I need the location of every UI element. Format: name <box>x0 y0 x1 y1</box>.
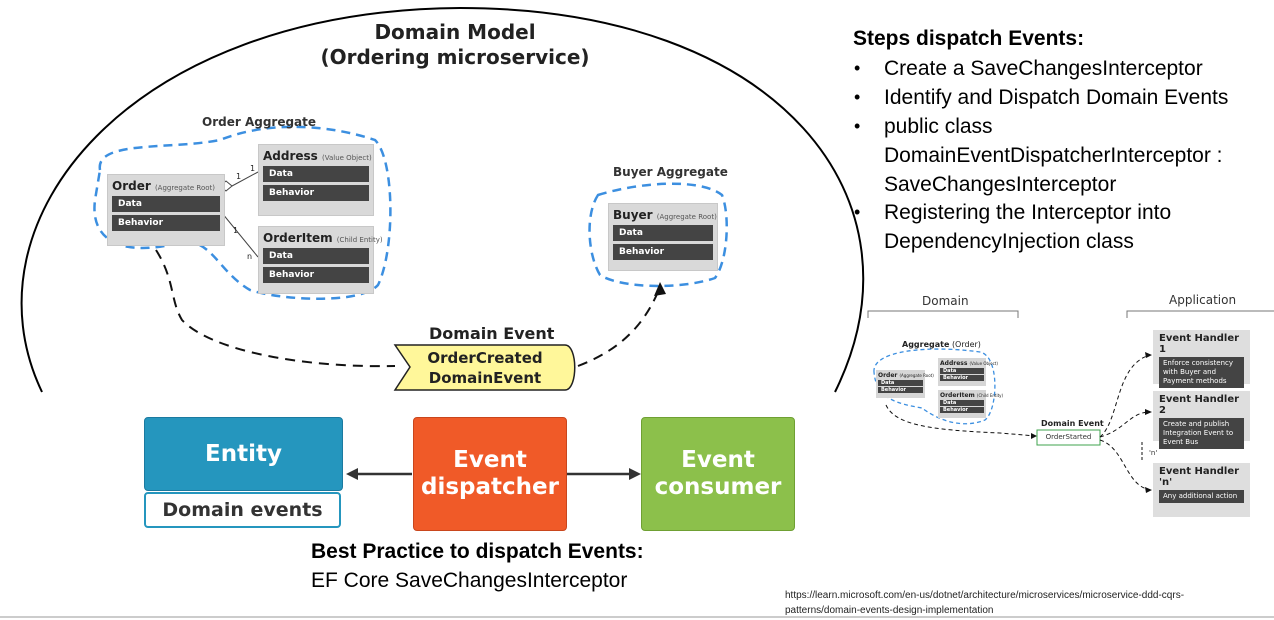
buyer-aggregate-boundary <box>588 182 728 288</box>
order-item-class-title: OrderItem (Child Entity) <box>263 231 383 245</box>
steps-title: Steps dispatch Events: <box>853 27 1085 50</box>
event-flow-out <box>577 286 661 367</box>
entity-box: Entity <box>144 417 343 491</box>
event-handler-1-title: Event Handler 1 <box>1159 333 1240 355</box>
small-event-box <box>1036 429 1101 446</box>
order-data-row: Data <box>112 196 220 212</box>
domain-model-title-line2: (Ordering microservice) <box>320 45 590 69</box>
reference-url[interactable]: https://learn.microsoft.com/en-us/dotnet… <box>785 590 1185 616</box>
domain-event-name: OrderCreated DomainEvent <box>410 348 560 388</box>
multiplicity-address-far: 1 <box>250 164 256 173</box>
address-class-title: Address (Value Object) <box>263 149 372 163</box>
multiplicity-item-far: n <box>247 252 253 261</box>
order-item-behavior-row: Behavior <box>263 267 369 283</box>
best-practice-title: Best Practice to dispatch Events: <box>311 540 644 563</box>
address-data-row: Data <box>263 166 369 182</box>
step-item: •Registering the Interceptor into <box>854 201 1172 224</box>
multiplicity-item-near: 1 <box>233 226 239 235</box>
buyer-class-title: Buyer (Aggregate Root) <box>613 208 717 222</box>
event-handler-2: Event Handler 2 Create and publish Integ… <box>1153 391 1250 449</box>
step-item: •Create a SaveChangesInterceptor <box>854 57 1203 80</box>
event-handler-1: Event Handler 1 Enforce consistency with… <box>1153 330 1250 388</box>
small-aggregate-label: Aggregate (Order) <box>902 340 981 349</box>
buyer-aggregate-label: Buyer Aggregate <box>613 165 728 179</box>
event-consumer-line2: consumer <box>654 474 782 500</box>
small-order-item-class: OrderItem (Child Entity) Data Behavior <box>938 390 1003 418</box>
domain-event-shape <box>393 344 576 391</box>
event-handler-n: Event Handler 'n' Any additional action <box>1153 463 1250 517</box>
step-item-continued: DependencyInjection class <box>884 230 1134 253</box>
domain-model-boundary <box>20 6 865 393</box>
order-aggregate-label: Order Aggregate <box>202 115 317 129</box>
small-application-header: Application <box>1169 293 1237 307</box>
small-order-class: Order (Aggregate Root) Data Behavior <box>876 370 934 398</box>
small-event-label: Domain Event <box>1041 419 1104 428</box>
event-dispatcher-line2: dispatcher <box>421 474 559 500</box>
buyer-class: Buyer (Aggregate Root) Data Behavior <box>608 203 718 271</box>
small-n-marker: 'n' <box>1149 449 1158 457</box>
order-item-class: OrderItem (Child Entity) Data Behavior <box>258 226 383 294</box>
event-handler-n-title: Event Handler 'n' <box>1159 466 1240 488</box>
event-handler-2-title: Event Handler 2 <box>1159 394 1240 416</box>
order-class: Order (Aggregate Root) Data Behavior <box>107 174 225 246</box>
buyer-behavior-row: Behavior <box>613 244 713 260</box>
domain-event-line2: DomainEvent <box>428 369 542 387</box>
domain-model-title: Domain Model (Ordering microservice) <box>300 20 610 70</box>
order-behavior-row: Behavior <box>112 215 220 231</box>
event-consumer-line1: Event <box>681 447 755 473</box>
domain-model-title-line1: Domain Model <box>374 20 536 44</box>
event-flow-in <box>155 249 396 368</box>
event-dispatcher-box: Event dispatcher <box>413 417 567 531</box>
address-class: Address (Value Object) Data Behavior <box>258 144 374 216</box>
best-practice-subtitle: EF Core SaveChangesInterceptor <box>311 569 628 592</box>
event-consumer-box: Event consumer <box>641 417 795 531</box>
step-item-continued: SaveChangesInterceptor <box>884 173 1117 196</box>
domain-event-label: Domain Event <box>429 324 555 343</box>
small-event-name: OrderStarted <box>1045 433 1092 441</box>
order-item-data-row: Data <box>263 248 369 264</box>
event-handler-2-body: Create and publish Integration Event to … <box>1159 418 1244 449</box>
small-aggregate-boundary <box>873 348 996 425</box>
step-item: •public class <box>854 115 993 138</box>
event-dispatcher-line1: Event <box>453 447 527 473</box>
small-domain-header: Domain <box>922 294 969 308</box>
address-behavior-row: Behavior <box>263 185 369 201</box>
domain-events-box: Domain events <box>144 492 341 528</box>
domain-event-line1: OrderCreated <box>427 349 543 367</box>
multiplicity-address-near: 1 <box>236 172 242 181</box>
event-handler-1-body: Enforce consistency with Buyer and Payme… <box>1159 357 1244 388</box>
event-handler-n-body: Any additional action <box>1159 490 1244 503</box>
step-item: •Identify and Dispatch Domain Events <box>854 86 1229 109</box>
buyer-data-row: Data <box>613 225 713 241</box>
order-class-title: Order (Aggregate Root) <box>112 179 215 193</box>
order-aggregate-boundary <box>93 125 392 300</box>
step-item-continued: DomainEventDispatcherInterceptor : <box>884 144 1223 167</box>
small-address-class: Address (Value Object) Data Behavior <box>938 358 998 386</box>
